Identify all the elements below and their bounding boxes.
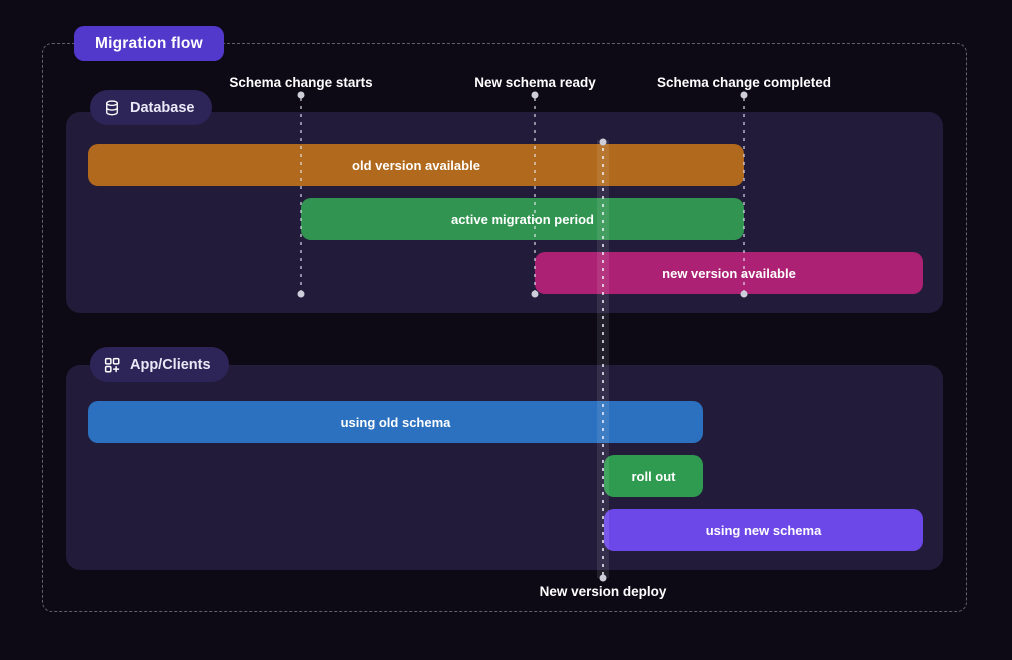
bar-label: new version available: [662, 265, 796, 281]
bar-new-version-available: new version available: [535, 252, 923, 294]
milestone-line-schema-change-starts: [300, 98, 302, 291]
bar-roll-out: roll out: [604, 455, 703, 497]
bar-label: using old schema: [340, 414, 451, 430]
deploy-marker-line: [597, 140, 609, 578]
milestone-dot-top: [297, 91, 305, 99]
bar-using-new-schema: using new schema: [604, 509, 923, 551]
bar-using-old-schema: using old schema: [88, 401, 703, 443]
database-icon: [103, 99, 121, 117]
milestone-label-new-schema-ready: New schema ready: [474, 75, 596, 90]
milestone-label-schema-change-starts: Schema change starts: [229, 75, 373, 90]
deploy-label-new-version-deploy: New version deploy: [539, 584, 667, 599]
diagram-title: Migration flow: [95, 34, 203, 52]
database-badge: Database: [90, 90, 213, 125]
app-clients-badge-label: App/Clients: [130, 356, 211, 373]
milestone-line-new-schema-ready: [534, 98, 536, 291]
milestone-dot-bottom: [531, 290, 539, 298]
deploy-dot-top: [599, 138, 607, 146]
milestone-line-schema-change-completed: [743, 98, 745, 291]
milestone-dot-top: [740, 91, 748, 99]
bar-label: old version available: [352, 157, 480, 173]
bar-label: active migration period: [450, 211, 595, 227]
diagram-frame: [42, 43, 967, 612]
milestone-dot-bottom: [297, 290, 305, 298]
milestone-label-schema-change-completed: Schema change completed: [656, 75, 832, 90]
bar-active-migration-period: active migration period: [301, 198, 744, 240]
bar-label: using new schema: [705, 522, 822, 538]
deploy-dot-bottom: [599, 574, 607, 582]
bar-old-version-available: old version available: [88, 144, 744, 186]
deploy-marker-dashes: [602, 140, 604, 578]
diagram-title-badge: Migration flow: [74, 26, 224, 61]
apps-plus-icon: [103, 356, 121, 374]
milestone-dot-top: [531, 91, 539, 99]
database-badge-label: Database: [130, 99, 195, 116]
bar-label: roll out: [631, 468, 676, 484]
milestone-dot-bottom: [740, 290, 748, 298]
app-clients-badge: App/Clients: [90, 347, 229, 382]
